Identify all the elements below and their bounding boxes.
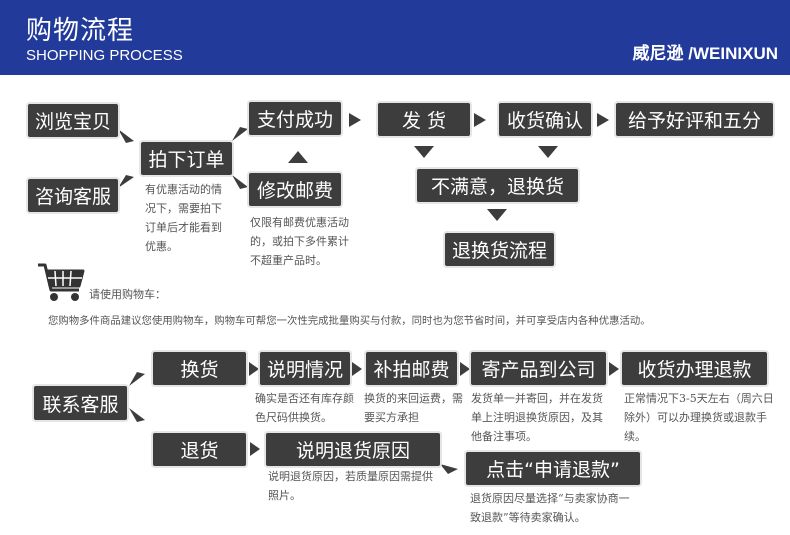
arrow-icon xyxy=(460,362,470,376)
refund-step: 退货 xyxy=(153,433,246,466)
header-banner: 购物流程 SHOPPING PROCESS 威尼逊 /WEINIXUN xyxy=(0,0,790,75)
order-note: 有优惠活动的情况下，需要拍下订单后才能看到优惠。 xyxy=(145,183,222,253)
arrow-icon xyxy=(487,209,507,221)
arrow-icon xyxy=(129,408,145,422)
ship-step: 发 货 xyxy=(378,103,470,136)
brand-name: 威尼逊 /WEINIXUN xyxy=(632,44,778,63)
exchange-step: 换货 xyxy=(153,352,246,385)
modify-postage-note: 仅限有邮费优惠活动的，或拍下多件累计不超重产品时。 xyxy=(250,216,349,267)
arrow-icon xyxy=(232,127,248,141)
explain-note: 确实是否还有库存颜色尺码供换货。 xyxy=(255,392,354,424)
return-flow-step: 退换货流程 xyxy=(445,233,554,266)
contact-service-step: 联系客服 xyxy=(34,386,127,420)
arrow-icon xyxy=(414,146,434,158)
arrow-icon xyxy=(352,362,362,376)
send-back-note: 发货单一并寄回，并在发货单上注明退换货原因，及其他备注事项。 xyxy=(471,392,603,443)
arrow-icon xyxy=(129,372,145,386)
explain-step: 说明情况 xyxy=(260,352,350,385)
browse-step: 浏览宝贝 xyxy=(28,104,118,137)
apply-refund-note: 退货原因尽量选择“与卖家协商一致退款”等待卖家确认。 xyxy=(470,492,630,524)
arrow-icon xyxy=(538,146,558,158)
arrow-icon xyxy=(118,175,134,188)
confirm-receipt-step: 收货确认 xyxy=(499,103,591,136)
page-title: 购物流程 xyxy=(26,16,135,46)
cart-label: 请使用购物车： xyxy=(89,288,166,301)
pay-step: 支付成功 xyxy=(249,102,341,135)
arrow-icon xyxy=(474,113,486,127)
order-step: 拍下订单 xyxy=(141,142,232,175)
review-step: 给予好评和五分 xyxy=(616,103,773,136)
receive-refund-step: 收货办理退款 xyxy=(622,352,767,385)
postage-step: 补拍邮费 xyxy=(366,352,457,385)
shopping-cart-icon xyxy=(38,263,85,301)
modify-postage-step: 修改邮费 xyxy=(249,173,341,206)
refund-reason-note: 说明退货原因，若质量原因需提供照片。 xyxy=(268,470,433,502)
arrow-icon xyxy=(609,362,619,376)
page-subtitle: SHOPPING PROCESS xyxy=(26,47,183,64)
arrow-icon xyxy=(288,151,308,163)
arrow-icon xyxy=(118,129,134,143)
apply-refund-step: 点击“申请退款” xyxy=(466,452,640,485)
receive-refund-note: 正常情况下3-5天左右（周六日除外）可以办理换货或退款手续。 xyxy=(624,392,774,443)
unsatisfied-step: 不满意，退换货 xyxy=(417,169,578,202)
arrow-icon xyxy=(249,362,259,376)
arrow-icon xyxy=(597,113,609,127)
cart-tip: 您购物多件商品建议您使用购物车，购物车可帮您一次性完成批量购买与付款，同时也为您… xyxy=(48,315,651,327)
consult-step: 咨询客服 xyxy=(28,179,118,212)
refund-reason-step: 说明退货原因 xyxy=(266,433,440,466)
arrow-icon xyxy=(250,442,260,456)
postage-note: 换货的来回运费，需要买方承担 xyxy=(364,392,463,424)
arrow-icon xyxy=(232,175,248,189)
send-back-step: 寄产品到公司 xyxy=(471,352,606,385)
arrow-icon xyxy=(440,464,458,474)
arrow-icon xyxy=(349,113,361,127)
